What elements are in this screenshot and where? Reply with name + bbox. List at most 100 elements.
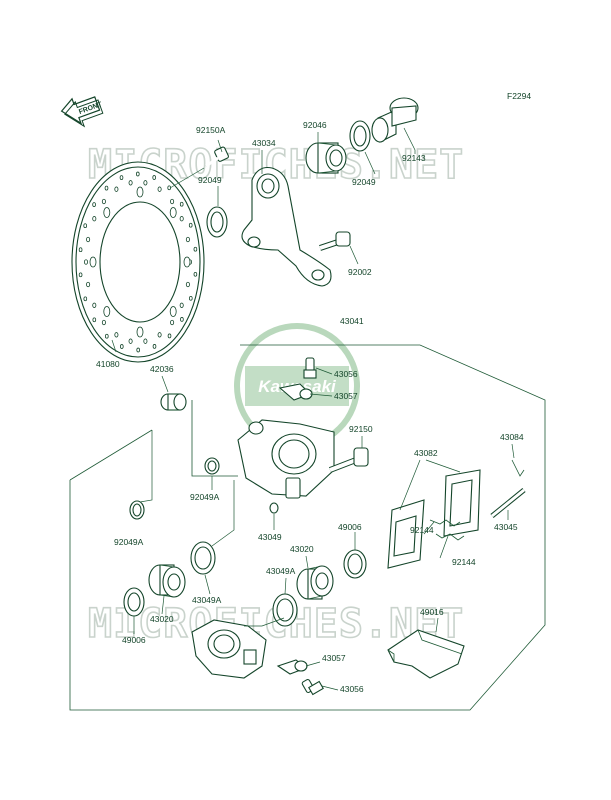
leader-lines	[111, 127, 515, 691]
part-label: 43057	[334, 391, 358, 401]
disc-hole	[152, 175, 157, 180]
part-label: 92150A	[196, 125, 226, 135]
disc-mount-hole	[136, 186, 144, 198]
seal-43049	[269, 502, 279, 514]
part-label: 92144	[452, 557, 476, 567]
part-label: 49016	[420, 607, 444, 617]
bleed-cap-lower	[276, 659, 308, 675]
disc-mount-hole	[169, 306, 177, 317]
disc-hole	[143, 180, 148, 186]
part-label: 43084	[500, 432, 524, 442]
part-label: 43045	[494, 522, 518, 532]
disc-hole	[170, 198, 175, 205]
part-label: 43020	[290, 544, 314, 554]
part-label: 92046	[303, 120, 327, 130]
disc-hole	[157, 332, 162, 338]
disc-hole	[105, 333, 109, 339]
disc-hole	[86, 236, 91, 243]
disc-hole	[101, 319, 106, 326]
disc-hole	[193, 271, 198, 277]
disc-hole	[167, 333, 172, 339]
disc-hole	[143, 338, 148, 344]
caliper-body-lower	[191, 619, 267, 679]
brake-pads	[387, 469, 481, 569]
disc-hole	[136, 171, 140, 177]
seal-92049-left	[206, 206, 228, 238]
disc-hole	[128, 180, 133, 186]
part-label: 43056	[340, 684, 364, 694]
diagram-code: F2294	[507, 91, 531, 101]
disc-hole	[114, 186, 119, 192]
disc-mount-hole	[89, 256, 97, 268]
bolt-92150a	[205, 146, 229, 168]
part-label: 49006	[122, 635, 146, 645]
part-label: 92049A	[114, 537, 144, 547]
outline-edge	[69, 429, 153, 481]
bolt-92150	[328, 447, 369, 473]
part-label: 42036	[150, 364, 174, 374]
disc-hole	[119, 175, 124, 180]
part-labels: 92150A 43034 92046 92049 92143 92049 920…	[96, 120, 524, 694]
bleed-valve-top	[303, 357, 317, 379]
disc-hole	[114, 332, 119, 338]
disc-mount-hole	[183, 256, 191, 268]
part-label: 41080	[96, 359, 120, 369]
disc-mount-hole	[103, 306, 111, 317]
part-label: 92049A	[190, 492, 220, 502]
pad-spring	[387, 629, 465, 679]
collar-92143	[371, 97, 419, 143]
disc-hole	[86, 281, 91, 288]
disc-mount-hole	[103, 207, 111, 218]
leader-bracket	[191, 400, 238, 477]
part-label: 92049	[198, 175, 222, 185]
disc-hole	[180, 317, 184, 322]
disc-hole	[104, 185, 109, 191]
bleed-valve-lower	[301, 678, 324, 696]
pin-43045	[490, 488, 526, 518]
disc-hole	[179, 302, 184, 308]
part-label: 43056	[334, 369, 358, 379]
needle-bearing	[305, 142, 347, 174]
disc-hole	[120, 344, 124, 349]
disc-hole	[179, 216, 184, 222]
part-label: 43041	[340, 316, 364, 326]
disc-hole	[170, 319, 175, 326]
part-label: 43034	[252, 138, 276, 148]
part-label: 92049	[352, 177, 376, 187]
disc-mount-hole	[136, 326, 144, 338]
part-label: 92143	[402, 153, 426, 163]
brake-disc	[71, 161, 205, 363]
disc-hole	[185, 236, 190, 243]
boot-42036	[160, 393, 187, 411]
bolt-92002	[319, 231, 351, 251]
part-label: 92144	[410, 525, 434, 535]
disc-hole	[189, 295, 193, 301]
caliper-body	[237, 419, 335, 499]
part-label: 92002	[348, 267, 372, 277]
disc-hole	[83, 296, 88, 302]
disc-hole	[92, 202, 96, 207]
piston-43020-right	[296, 565, 334, 600]
disc-hole	[185, 281, 190, 288]
disc-hole	[92, 302, 97, 308]
part-label: 43057	[322, 653, 346, 663]
clip-43084	[511, 459, 525, 477]
disc-hole	[101, 198, 106, 205]
disc-hole	[188, 222, 193, 228]
part-label: 49006	[338, 522, 362, 532]
seal-92049-right	[349, 120, 371, 152]
part-label: 92150	[349, 424, 373, 434]
piston-43020-left	[148, 564, 186, 598]
disc-hole	[83, 223, 87, 229]
front-arrow-icon: FRONT	[60, 96, 104, 128]
caliper-bracket	[241, 166, 332, 287]
part-label: 43082	[414, 448, 438, 458]
disc-hole	[136, 347, 141, 353]
disc-hole	[78, 272, 83, 278]
disc-hole	[78, 247, 83, 253]
disc-mount-hole	[169, 207, 177, 218]
disc-hole	[179, 201, 184, 207]
part-label: 43049	[258, 532, 282, 542]
disc-hole	[152, 344, 157, 349]
